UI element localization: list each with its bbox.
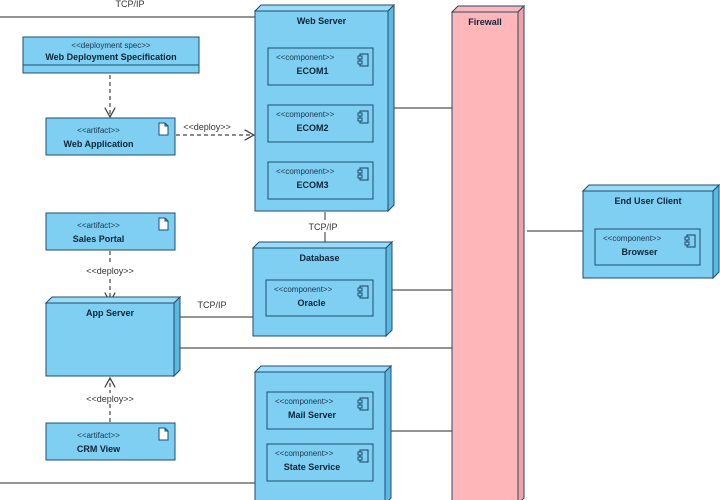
artifact-stereotype: <<artifact>> <box>77 221 120 230</box>
artifact-box <box>45 117 176 156</box>
deploy-label: <<deploy>> <box>183 122 231 132</box>
label-bg <box>80 393 138 404</box>
document-icon <box>158 122 169 136</box>
node-app-server[interactable]: App Server <box>44 295 182 378</box>
component-icon <box>357 397 369 411</box>
node-top-face <box>251 241 394 249</box>
node-top-face <box>581 184 720 192</box>
component[interactable]: <<component>> ECOM1 <box>267 47 374 86</box>
deploy-label: <<deploy>> <box>86 394 134 404</box>
artifact-box <box>22 36 200 74</box>
component[interactable]: <<component>> Oracle <box>265 279 374 317</box>
component-stereotype: <<component>> <box>276 167 335 176</box>
component-box <box>266 391 374 430</box>
artifact-stereotype: <<artifact>> <box>77 126 120 135</box>
component-icon <box>357 449 369 463</box>
component-stereotype: <<component>> <box>274 285 333 294</box>
artifact-box <box>45 422 176 461</box>
component-name: Browser <box>621 247 658 257</box>
node-top-face <box>253 4 396 12</box>
component-stereotype: <<component>> <box>603 234 662 243</box>
node-front-face <box>451 11 519 500</box>
node-database[interactable]: Database <<component>> Oracle <box>251 240 394 338</box>
component[interactable]: <<component>> ECOM2 <box>267 104 374 143</box>
component[interactable]: <<component>> Browser <box>594 228 701 266</box>
component-box <box>267 104 374 143</box>
component-box <box>267 47 374 86</box>
node-side-face <box>384 364 392 500</box>
artifact-name: Web Application <box>63 139 133 149</box>
component-icon <box>357 167 369 181</box>
component-name: ECOM1 <box>296 66 328 76</box>
artifact-name: Web Deployment Specification <box>45 52 176 62</box>
label-bg <box>305 220 345 232</box>
component-icon <box>357 285 369 299</box>
component-icon <box>357 53 369 67</box>
node-title: Firewall <box>468 17 502 27</box>
node-end-user-client[interactable]: End User Client <<component>> Browser <box>581 183 720 280</box>
artifact-spec[interactable]: <<deployment spec>> Web Deployment Specif… <box>22 36 200 74</box>
node-web-server[interactable]: Web Server<<component>>ECOM1<<component>… <box>253 3 396 213</box>
component-name: Mail Server <box>288 410 337 420</box>
component-name: State Service <box>284 462 341 472</box>
node-side-face <box>517 4 525 500</box>
component-box <box>266 443 374 482</box>
component[interactable]: <<component>> Mail Server <box>266 391 374 430</box>
node-side-face <box>385 240 393 338</box>
deploy-label: <<deploy>> <box>86 266 134 276</box>
node-title: Web Server <box>297 16 347 26</box>
artifact-name: CRM View <box>77 444 121 454</box>
connector-label: TCP/IP <box>197 300 226 310</box>
label-bg <box>80 265 138 276</box>
component-icon <box>357 110 369 124</box>
node-top-face <box>253 365 393 373</box>
component-icon <box>684 234 696 248</box>
component-stereotype: <<component>> <box>276 53 335 62</box>
artifact-crm-view[interactable]: <<artifact>> CRM View <box>45 422 176 461</box>
node-title: App Server <box>86 308 135 318</box>
component[interactable]: <<component>> ECOM3 <box>267 161 374 200</box>
component-box <box>265 279 374 317</box>
node-top-face <box>44 296 182 304</box>
component-box <box>267 161 374 200</box>
component[interactable]: <<component>> State Service <box>266 443 374 482</box>
document-icon <box>158 217 169 231</box>
connector-label: TCP/IP <box>115 0 144 9</box>
node-title: Database <box>299 253 339 263</box>
component-name: ECOM2 <box>296 123 328 133</box>
node-title: End User Client <box>614 196 681 206</box>
node-services[interactable]: <<component>> Mail Server <<component>> Sta… <box>253 364 393 500</box>
artifact-box <box>45 212 176 251</box>
artifact-name: Sales Portal <box>73 234 125 244</box>
node-side-face <box>173 295 181 378</box>
node-side-face <box>387 3 395 213</box>
node-top-face <box>450 5 526 13</box>
artifact-web-app[interactable]: <<artifact>> Web Application <box>45 117 176 156</box>
component-name: Oracle <box>297 298 325 308</box>
artifact-stereotype: <<deployment spec>> <box>71 41 150 50</box>
component-name: ECOM3 <box>296 180 328 190</box>
artifact-sales-portal[interactable]: <<artifact>> Sales Portal <box>45 212 176 251</box>
document-icon <box>158 427 169 441</box>
component-stereotype: <<component>> <box>276 110 335 119</box>
connector-label: TCP/IP <box>308 222 337 232</box>
component-stereotype: <<component>> <box>275 397 334 406</box>
artifact-stereotype: <<artifact>> <box>77 431 120 440</box>
component-stereotype: <<component>> <box>275 449 334 458</box>
node-side-face <box>712 183 720 280</box>
node-front-face <box>45 302 175 377</box>
node-firewall[interactable]: Firewall <box>450 4 526 500</box>
component-box <box>594 228 701 266</box>
